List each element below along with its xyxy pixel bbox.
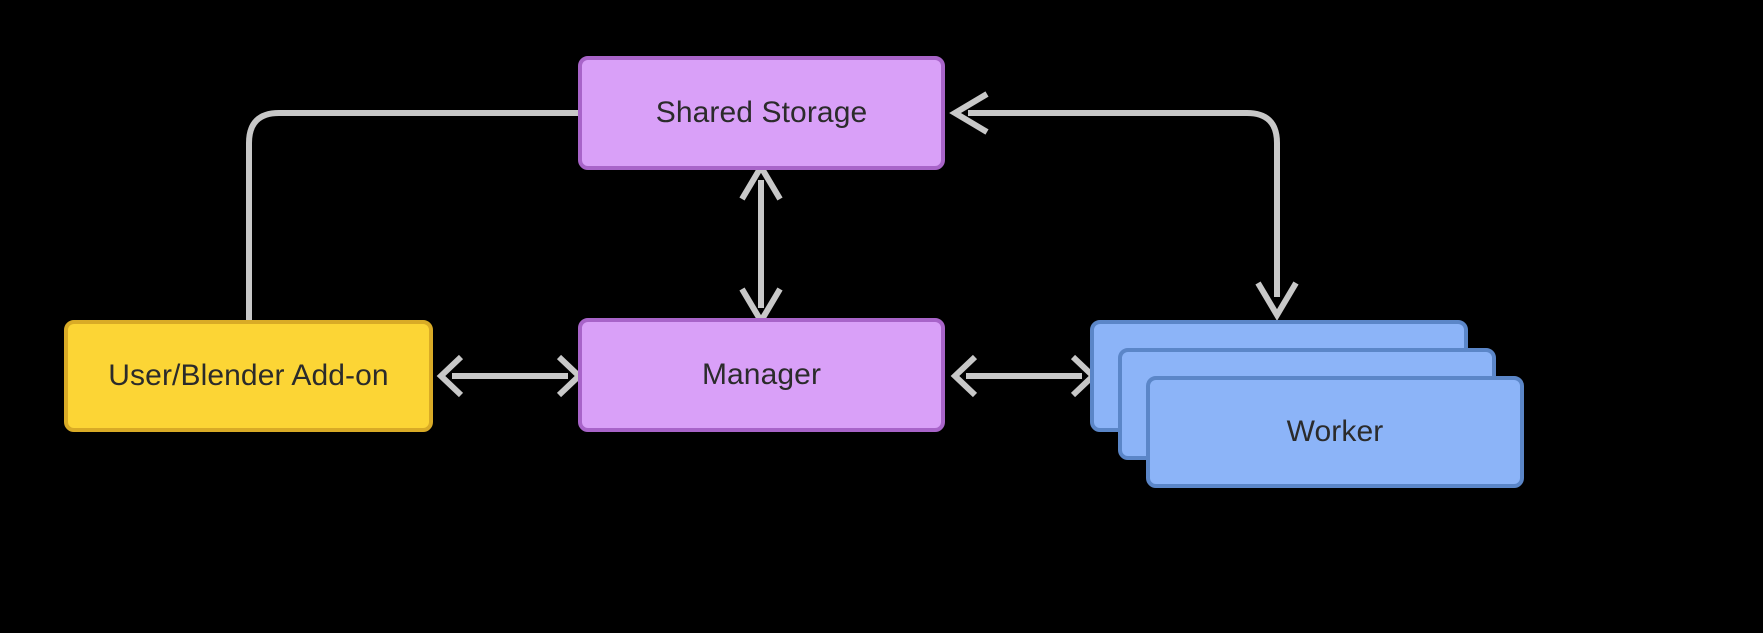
node-user-addon[interactable]: User/Blender Add-on bbox=[64, 320, 433, 432]
node-manager-label: Manager bbox=[701, 358, 822, 391]
arrowhead-up-to-shared-storage bbox=[739, 161, 783, 201]
arrowhead-into-worker-top bbox=[1255, 281, 1299, 321]
arrowhead-right-to-manager bbox=[556, 354, 584, 398]
edge-shared-storage-to-worker bbox=[949, 91, 1299, 321]
node-manager[interactable]: Manager bbox=[578, 318, 945, 432]
arrowhead-left-to-user bbox=[436, 354, 464, 398]
edge-user-manager bbox=[436, 354, 584, 398]
arrowhead-down-to-manager bbox=[739, 287, 783, 327]
arrowhead-left-to-manager bbox=[950, 354, 978, 398]
node-user-addon-label: User/Blender Add-on bbox=[108, 359, 389, 392]
edge-user-to-shared-storage-line bbox=[246, 110, 618, 320]
node-worker[interactable]: Worker bbox=[1146, 376, 1524, 488]
node-worker-label: Worker bbox=[1286, 415, 1384, 448]
node-shared-storage-label: Shared Storage bbox=[655, 96, 868, 129]
arrowhead-into-shared-storage-right bbox=[949, 91, 989, 135]
edge-shared-storage-manager bbox=[739, 161, 783, 327]
node-shared-storage[interactable]: Shared Storage bbox=[578, 56, 945, 170]
edge-shared-storage-to-worker-line bbox=[968, 110, 1280, 297]
edge-manager-worker bbox=[950, 354, 1098, 398]
